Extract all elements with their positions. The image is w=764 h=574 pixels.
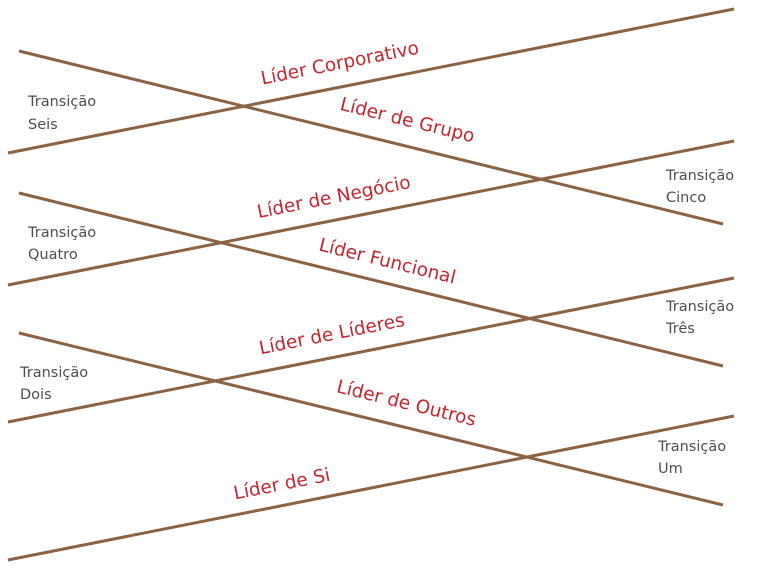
transition-seis-line2: Seis xyxy=(28,117,58,133)
transition-cinco-line2: Cinco xyxy=(666,190,706,206)
transition-seis-line1: Transição xyxy=(27,94,96,110)
transition-label-tres: Transição Três xyxy=(665,299,739,337)
level-label-outros: Líder de Outros xyxy=(334,376,478,430)
transition-dois-line2: Dois xyxy=(20,387,52,403)
transition-quatro-line1: Transição xyxy=(27,225,96,241)
level-label-lideres: Líder de Líderes xyxy=(257,310,406,359)
line-corporativo xyxy=(7,7,735,155)
line-lideres xyxy=(7,276,735,424)
transition-um-line2: Um xyxy=(658,461,683,477)
transition-cinco-line1: Transição xyxy=(665,168,734,184)
level-label-corporativo: Líder Corporativo xyxy=(259,38,421,90)
transition-label-cinco: Transição Cinco xyxy=(665,168,739,206)
line-grupo xyxy=(18,49,724,226)
level-label-funcional: Líder Funcional xyxy=(317,235,458,289)
level-label-negocio: Líder de Negócio xyxy=(255,172,412,223)
transition-um-line1: Transição xyxy=(657,439,726,455)
transition-label-quatro: Transição Quatro xyxy=(27,225,101,263)
transition-dois-line1: Transição xyxy=(19,365,88,381)
line-funcional xyxy=(18,191,724,368)
line-negocio xyxy=(7,139,735,287)
line-si xyxy=(7,414,735,562)
level-label-grupo: Líder de Grupo xyxy=(338,94,477,147)
transition-tres-line1: Transição xyxy=(665,299,734,315)
transition-quatro-line2: Quatro xyxy=(28,247,78,263)
transition-label-seis: Transição Seis xyxy=(27,94,101,133)
line-outros xyxy=(18,331,724,507)
transition-label-um: Transição Um xyxy=(657,439,731,477)
transition-tres-line2: Três xyxy=(665,321,695,337)
transition-label-dois: Transição Dois xyxy=(19,365,93,403)
